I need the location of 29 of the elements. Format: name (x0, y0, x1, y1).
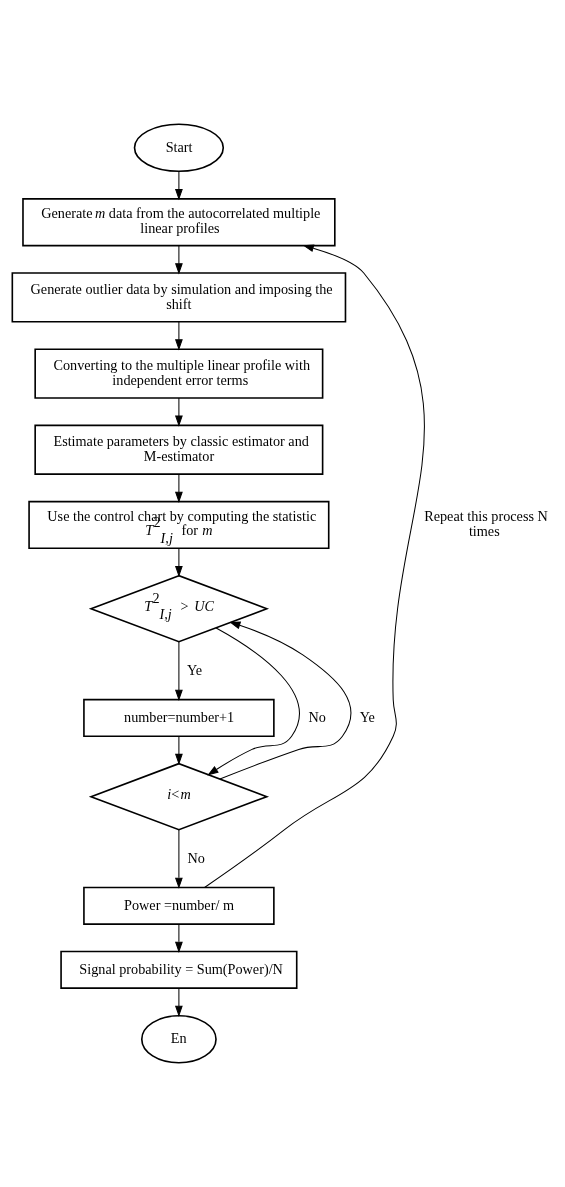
node-box: Converting to the multiple linear profile with independent error terms (34, 348, 324, 399)
node-ellipse: Start (133, 123, 225, 173)
arrow (175, 473, 183, 503)
edge-label: Ye (187, 661, 203, 678)
arrow (175, 321, 183, 351)
node-box: Generate outlier data by simulation and imposing the shift (11, 272, 347, 323)
arrow (204, 244, 425, 889)
node-box: Signal probability = Sum(Power)/N (60, 950, 298, 989)
arrow (175, 923, 183, 953)
arrow (175, 735, 183, 766)
edge-label: No (187, 849, 205, 866)
arrow (175, 641, 183, 701)
arrow (175, 829, 183, 889)
arrow (175, 171, 183, 201)
edge-label: No (308, 709, 326, 726)
arrow (219, 621, 352, 780)
node-diamond: i<m (88, 762, 270, 831)
edge-label: Ye (359, 709, 375, 726)
arrow (175, 548, 183, 578)
arrow (175, 987, 183, 1017)
node-box: number=number+1 (83, 698, 275, 738)
node-box: Power =number/ m (83, 886, 275, 925)
arrow (175, 245, 183, 275)
arrow (207, 627, 300, 776)
edge-label: Repeat this process N times (424, 508, 548, 540)
arrow (175, 397, 183, 427)
node-box: Generate m data from the autocorrelated multiple linear profiles (22, 198, 336, 247)
node-box: Estimate parameters by classic estimator and M-estimator (34, 424, 324, 475)
node-ellipse: En (140, 1014, 217, 1064)
